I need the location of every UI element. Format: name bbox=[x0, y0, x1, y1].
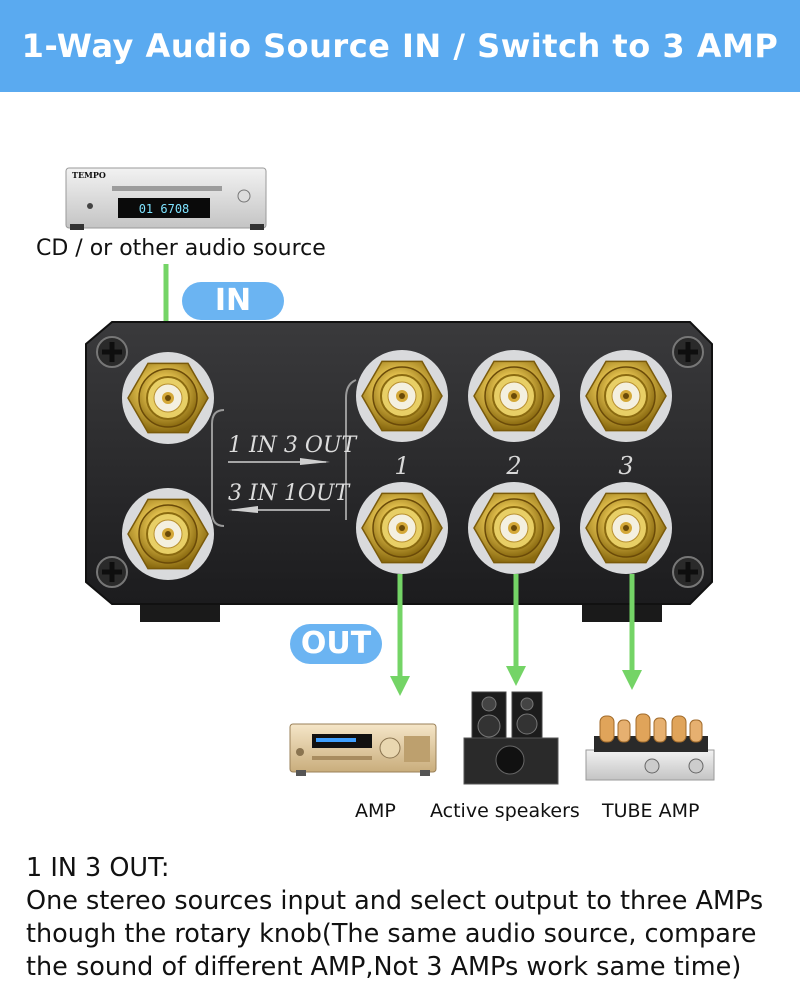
in-badge: IN bbox=[182, 282, 284, 320]
rca-jack-input bbox=[121, 487, 215, 581]
screw bbox=[672, 556, 704, 588]
description-line: the sound of different AMP,Not 3 AMPs wo… bbox=[26, 952, 742, 982]
rca-jack bbox=[467, 349, 561, 443]
speakers-image bbox=[463, 691, 559, 785]
rca-jack bbox=[579, 349, 673, 443]
rca-jack bbox=[355, 349, 449, 443]
rca-jack-output bbox=[355, 481, 449, 575]
out-badge: OUT bbox=[290, 624, 382, 664]
header-banner bbox=[0, 0, 800, 92]
source-caption: CD / or other audio source bbox=[36, 236, 326, 261]
mode-label-3in1out: 3 IN 1OUT bbox=[228, 481, 351, 506]
brand-label: TEMPO bbox=[72, 170, 106, 180]
rca-jack-output bbox=[579, 481, 673, 575]
mode-label-1in3out: 1 IN 3 OUT bbox=[228, 433, 358, 458]
amp-image bbox=[289, 723, 437, 776]
output-label-tube-amp: TUBE AMP bbox=[602, 800, 700, 822]
page-title: 1-Way Audio Source IN / Switch to 3 AMP bbox=[21, 27, 779, 65]
description: 1 IN 3 OUT: One stereo sources input and… bbox=[26, 852, 796, 984]
port-number: 1 bbox=[394, 452, 409, 480]
screw bbox=[96, 556, 128, 588]
cd-player-image: 01 6708 TEMPO bbox=[65, 167, 267, 230]
screw bbox=[96, 336, 128, 368]
screw bbox=[672, 336, 704, 368]
rca-jack-input bbox=[121, 351, 215, 445]
description-heading: 1 IN 3 OUT: bbox=[26, 853, 170, 883]
description-line: though the rotary knob(The same audio so… bbox=[26, 919, 757, 949]
output-label-amp: AMP bbox=[355, 800, 396, 822]
cd-display-text: 01 6708 bbox=[139, 202, 190, 216]
tube-amp-image bbox=[585, 713, 715, 781]
output-label-speakers: Active speakers bbox=[430, 800, 580, 822]
port-number: 3 bbox=[618, 452, 633, 480]
port-number: 2 bbox=[505, 452, 521, 480]
rca-jack-output bbox=[467, 481, 561, 575]
description-line: One stereo sources input and select outp… bbox=[26, 886, 764, 916]
